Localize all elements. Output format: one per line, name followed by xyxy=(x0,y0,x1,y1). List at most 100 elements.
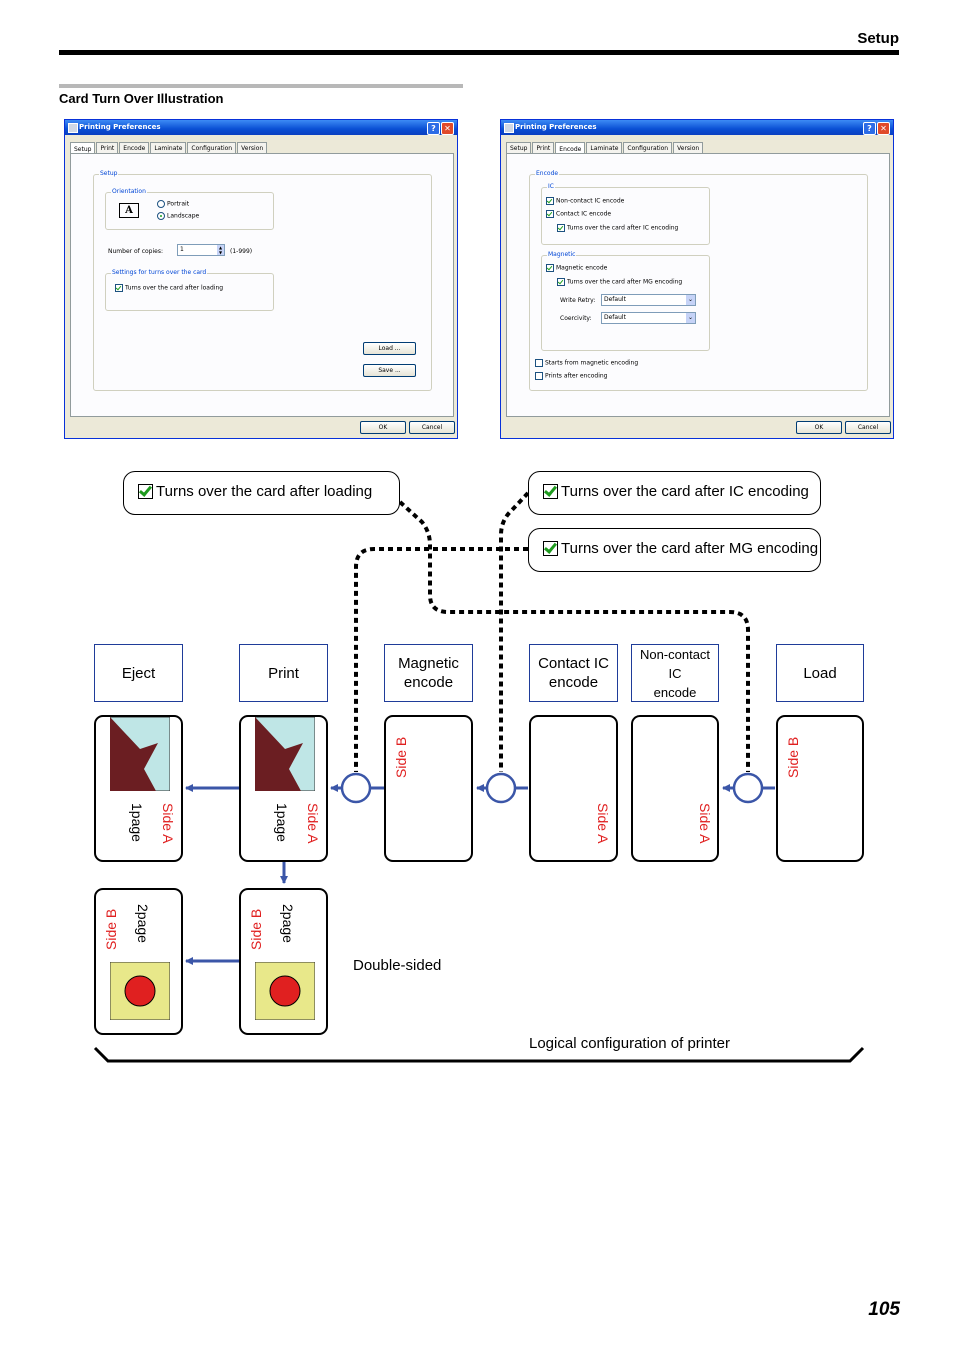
tab-version[interactable]: Version xyxy=(237,142,268,154)
callout-loading-text: Turns over the card after loading xyxy=(156,483,373,500)
section-title: Card Turn Over Illustration xyxy=(59,91,224,106)
stage-eject: Eject xyxy=(94,644,183,702)
copies-range: (1-999) xyxy=(230,248,253,255)
callout-mg-text: Turns over the card after MG encoding xyxy=(561,540,819,557)
noncontact-checkbox[interactable]: Non-contact IC encode xyxy=(546,197,624,205)
copies-spinner[interactable]: 1 ▲▼ xyxy=(177,244,225,256)
orientation-icon: A xyxy=(119,203,139,218)
group-setup: Setup Orientation A Portrait Landscape N… xyxy=(93,170,432,391)
cancel-button[interactable]: Cancel xyxy=(409,421,455,434)
ok-button[interactable]: OK xyxy=(360,421,406,434)
group-orientation: Orientation A Portrait Landscape xyxy=(105,188,274,230)
contact-checkbox[interactable]: Contact IC encode xyxy=(546,210,611,218)
radio-off xyxy=(157,200,165,208)
close-button[interactable]: ✕ xyxy=(441,122,454,135)
turn-after-ic-checkbox[interactable]: Turns over the card after IC encoding xyxy=(557,224,678,232)
noncontact-label: Non-contact IC encode xyxy=(556,197,625,205)
tab-version[interactable]: Version xyxy=(673,142,704,154)
checkbox-unchecked xyxy=(535,372,543,380)
cancel-button[interactable]: Cancel xyxy=(845,421,891,434)
tab-encode[interactable]: Encode xyxy=(555,142,586,155)
save-button[interactable]: Save ... xyxy=(363,364,416,377)
callout-turn-after-loading: Turns over the card after loading xyxy=(123,471,400,515)
group-turn-label: Settings for turns over the card xyxy=(111,269,208,276)
landscape-label: Landscape xyxy=(167,212,200,220)
chevron-down-icon[interactable]: ⌄ xyxy=(686,295,695,305)
checkbox-checked xyxy=(115,284,123,292)
landscape-radio[interactable]: Landscape xyxy=(157,212,199,220)
side-b-label: Side B xyxy=(785,736,801,778)
turn-after-mg-label: Turns over the card after MG encoding xyxy=(567,278,683,286)
close-button[interactable]: ✕ xyxy=(877,122,890,135)
card-magnetic-side-b: Side B xyxy=(384,715,473,862)
stage-print: Print xyxy=(239,644,328,702)
card-load-side-b: Side B xyxy=(776,715,864,862)
help-button[interactable]: ? xyxy=(427,122,440,135)
chevron-down-icon[interactable]: ⌄ xyxy=(686,313,695,323)
portrait-label: Portrait xyxy=(167,200,190,208)
stage-eject-label: Eject xyxy=(121,664,156,682)
stage-noncontact-line1: Non-contact IC xyxy=(639,646,711,681)
group-encode: Encode IC Non-contact IC encode Contact … xyxy=(529,170,868,391)
spin-arrows-icon[interactable]: ▲▼ xyxy=(217,245,224,255)
tab-configuration[interactable]: Configuration xyxy=(187,142,237,154)
tab-encode[interactable]: Encode xyxy=(119,142,150,154)
group-magnetic-label: Magnetic xyxy=(547,251,577,258)
page-1-label: 1page xyxy=(274,803,290,842)
turn-after-loading-checkbox[interactable]: Turns over the card after loading xyxy=(115,284,223,292)
load-button[interactable]: Load ... xyxy=(363,342,416,355)
coercivity-select[interactable]: Default ⌄ xyxy=(601,312,696,324)
ok-button[interactable]: OK xyxy=(796,421,842,434)
group-magnetic: Magnetic Magnetic encode Turns over the … xyxy=(541,251,710,351)
checkmark-icon xyxy=(543,540,558,556)
tab-print[interactable]: Print xyxy=(96,142,119,154)
prints-after-label: Prints after encoding xyxy=(545,372,608,380)
copies-label: Number of copies: xyxy=(108,248,163,255)
tab-print[interactable]: Print xyxy=(532,142,555,154)
checkbox-checked xyxy=(546,210,554,218)
card-print-image xyxy=(110,717,170,791)
card-side-b-image xyxy=(255,962,315,1020)
side-a-label: Side A xyxy=(697,803,713,844)
stage-load: Load xyxy=(776,644,864,702)
connector-ic xyxy=(499,491,530,772)
portrait-radio[interactable]: Portrait xyxy=(157,200,189,208)
checkbox-checked xyxy=(546,264,554,272)
page-1-label: 1page xyxy=(129,803,145,842)
group-turn-over: Settings for turns over the card Turns o… xyxy=(105,269,274,311)
stage-print-label: Print xyxy=(268,664,299,682)
callout-turn-after-mg: Turns over the card after MG encoding xyxy=(528,528,821,572)
help-button[interactable]: ? xyxy=(863,122,876,135)
group-orientation-label: Orientation xyxy=(111,188,147,195)
turn-after-mg-checkbox[interactable]: Turns over the card after MG encoding xyxy=(557,278,682,286)
prints-after-checkbox[interactable]: Prints after encoding xyxy=(535,372,608,380)
stage-contact-line1: Contact IC xyxy=(538,655,609,672)
write-retry-select[interactable]: Default ⌄ xyxy=(601,294,696,306)
stage-load-label: Load xyxy=(803,664,837,682)
card-print-side-b: Side B 2page xyxy=(239,888,328,1035)
group-setup-label: Setup xyxy=(99,170,119,177)
tab-laminate[interactable]: Laminate xyxy=(586,142,623,154)
side-b-label: Side B xyxy=(393,736,409,778)
starts-magnetic-checkbox[interactable]: Starts from magnetic encoding xyxy=(535,359,638,367)
printer-icon xyxy=(68,123,78,133)
stage-noncontact-line2: encode xyxy=(653,684,697,700)
card-print-side-a: Side A 1page xyxy=(239,715,328,862)
tab-laminate[interactable]: Laminate xyxy=(150,142,187,154)
starts-magnetic-label: Starts from magnetic encoding xyxy=(545,359,639,367)
magnetic-encode-checkbox[interactable]: Magnetic encode xyxy=(546,264,607,272)
checkbox-unchecked xyxy=(535,359,543,367)
tab-setup[interactable]: Setup xyxy=(70,142,96,155)
tab-setup[interactable]: Setup xyxy=(506,142,532,154)
card-side-b-image xyxy=(110,962,170,1020)
coercivity-label: Coercivity: xyxy=(560,315,592,322)
coercivity-value: Default xyxy=(604,314,626,321)
write-retry-value: Default xyxy=(604,296,626,303)
section-bar xyxy=(59,84,463,88)
dialog-title: Printing Preferences xyxy=(515,123,597,131)
tab-configuration[interactable]: Configuration xyxy=(623,142,673,154)
callout-ic-text: Turns over the card after IC encoding xyxy=(561,483,809,500)
radio-on xyxy=(157,212,165,220)
